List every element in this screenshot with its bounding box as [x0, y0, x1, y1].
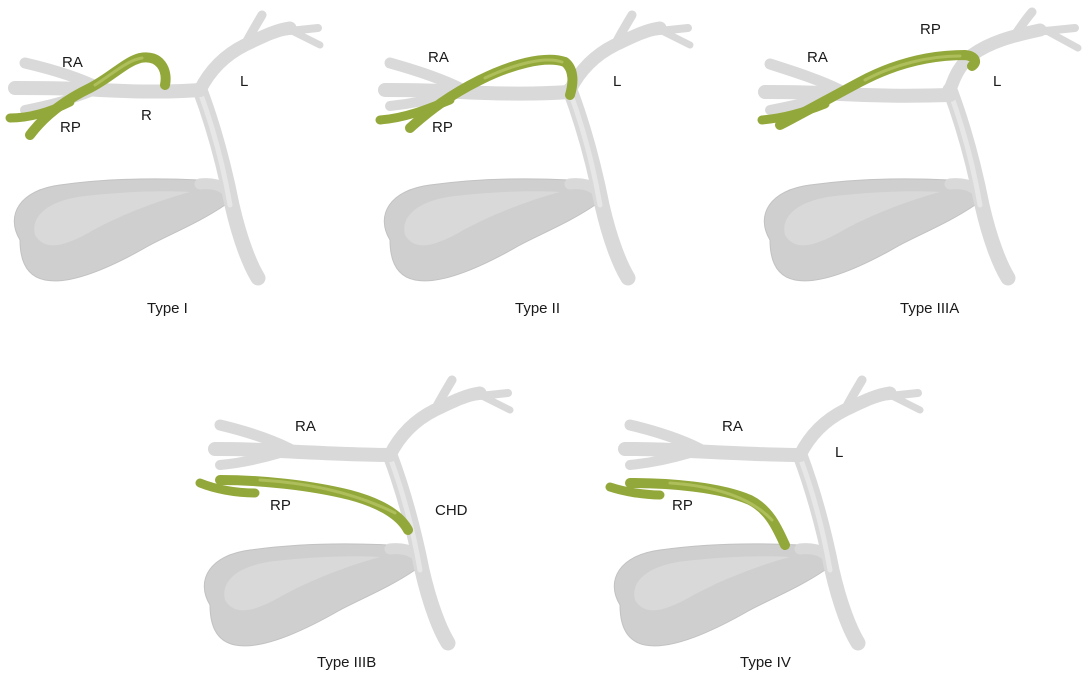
panel-caption: Type IIIB — [317, 654, 376, 671]
label-ra: RA — [722, 418, 743, 435]
panel-caption: Type I — [147, 300, 188, 317]
label-rp: RP — [672, 497, 693, 514]
panel-caption: Type IIIA — [900, 300, 959, 317]
label-rp: RP — [920, 21, 941, 38]
panel-type-2: RA RP L Type II — [380, 15, 690, 317]
panel-type-3a: RA RP L Type IIIA — [762, 12, 1078, 317]
label-r: R — [141, 107, 152, 124]
panel-caption: Type IV — [740, 654, 791, 671]
label-l: L — [835, 444, 843, 461]
label-chd: CHD — [435, 502, 468, 519]
label-l: L — [993, 73, 1001, 90]
label-l: L — [613, 73, 621, 90]
label-rp: RP — [60, 119, 81, 136]
panel-type-1: RA RP R L Type I — [10, 15, 320, 317]
label-rp: RP — [432, 119, 453, 136]
label-l: L — [240, 73, 248, 90]
label-ra: RA — [295, 418, 316, 435]
panel-type-3b: RA RP CHD Type IIIB — [200, 380, 510, 671]
label-ra: RA — [807, 49, 828, 66]
label-ra: RA — [428, 49, 449, 66]
label-rp: RP — [270, 497, 291, 514]
panel-caption: Type II — [515, 300, 560, 317]
panel-type-4: RA RP L Type IV — [610, 380, 920, 671]
label-ra: RA — [62, 54, 83, 71]
